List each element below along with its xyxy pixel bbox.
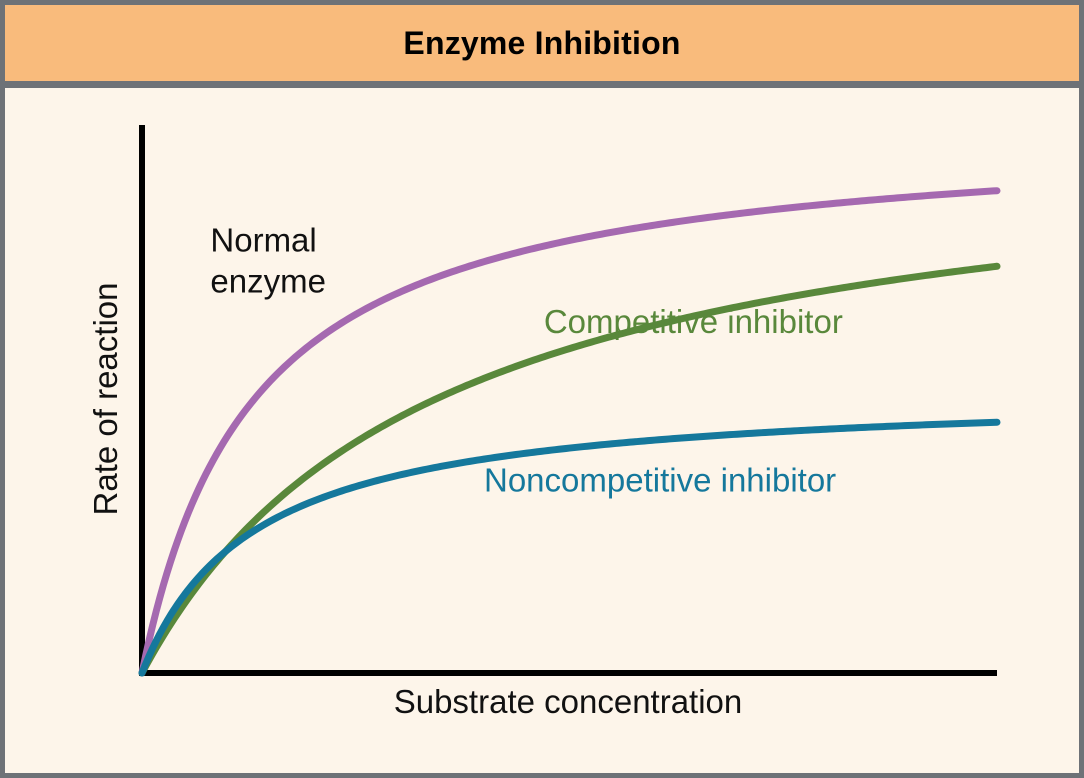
label-competitive-inhibitor: Competitive inhibitor: [544, 303, 843, 340]
label-line: Competitive inhibitor: [544, 303, 843, 340]
figure-title-bar: Enzyme Inhibition: [5, 5, 1079, 81]
curve-group: [138, 187, 1001, 677]
label-line: Noncompetitive inhibitor: [484, 461, 836, 498]
label-line: Normal: [210, 221, 316, 258]
curve-noncompetitive-inhibitor: [138, 418, 1001, 677]
figure-title: Enzyme Inhibition: [403, 25, 681, 61]
curve-normal-enzyme: [138, 187, 1001, 677]
label-noncompetitive-inhibitor: Noncompetitive inhibitor: [484, 461, 836, 498]
x-axis-title: Substrate concentration: [394, 683, 743, 720]
curve-competitive-inhibitor: [138, 262, 1001, 677]
label-normal-enzyme: Normal enzyme: [210, 221, 326, 299]
label-line: enzyme: [210, 262, 326, 299]
y-axis-title: Rate of reaction: [87, 283, 124, 516]
